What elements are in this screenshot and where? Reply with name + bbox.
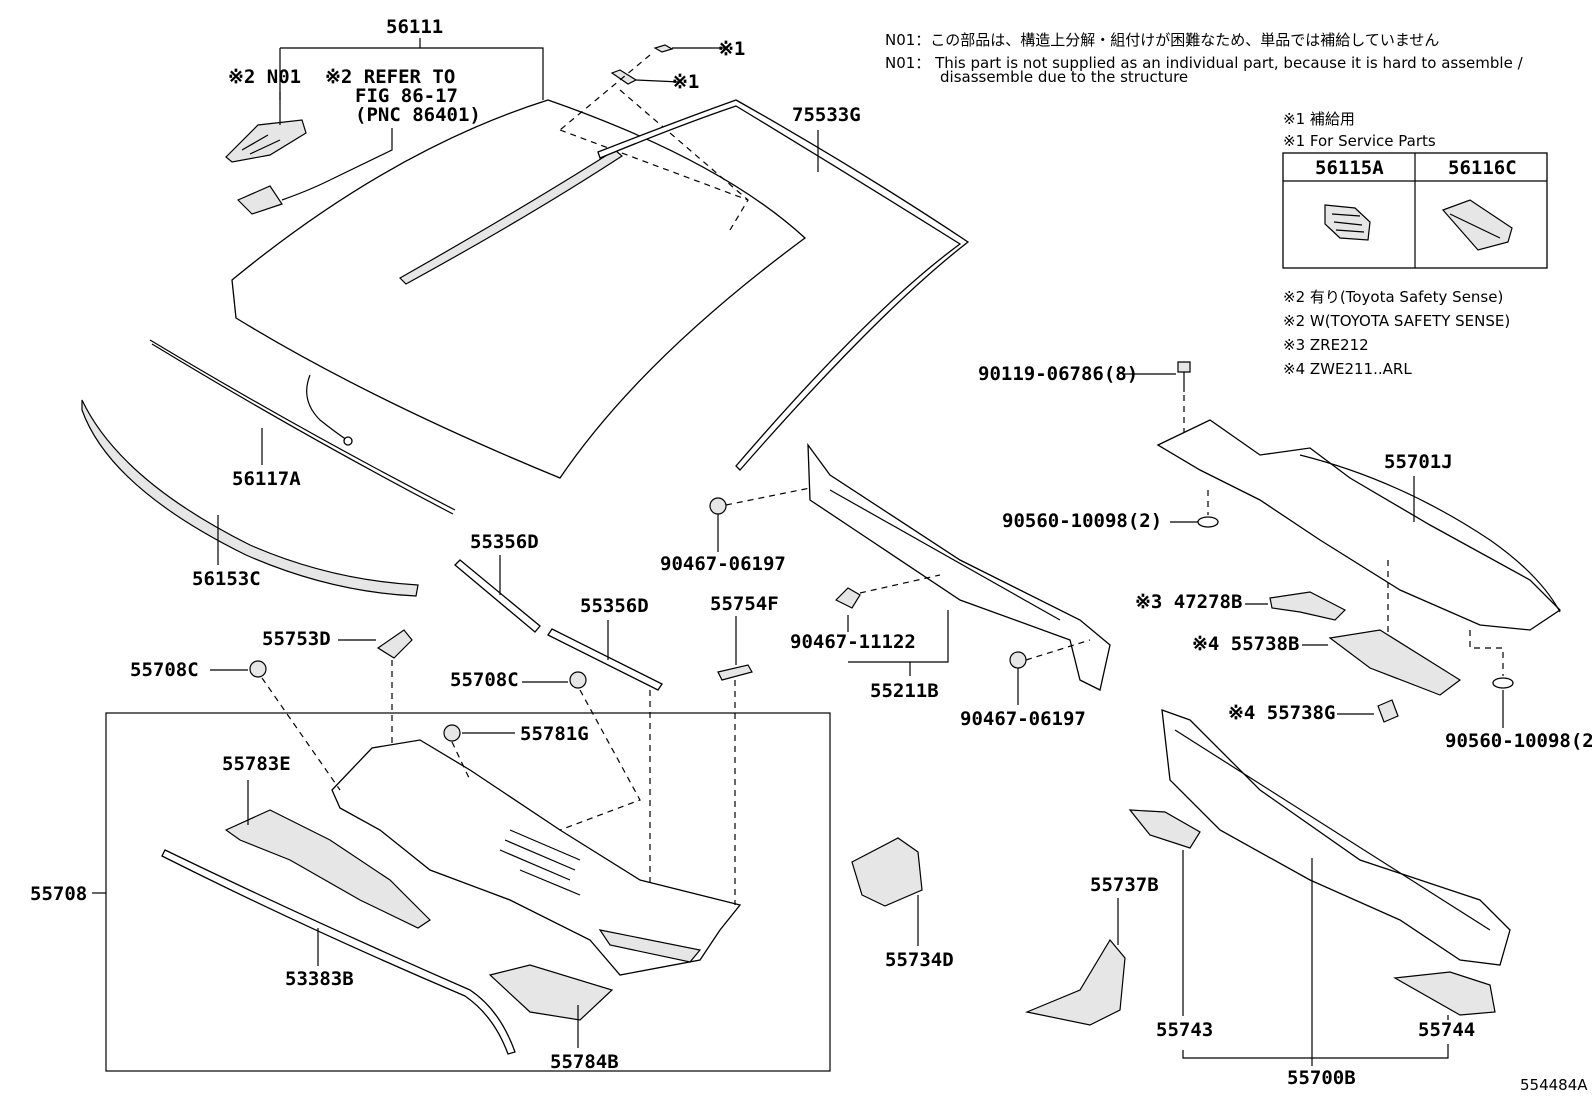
part-cowl-top-panel	[331, 739, 742, 976]
label-refer-1: ※2 REFER TO	[325, 66, 455, 88]
label-75533g: 75533G	[792, 104, 861, 126]
label-55708c-a: 55708C	[130, 659, 199, 681]
label-55700b: 55700B	[1287, 1067, 1356, 1089]
label-refer-2: FIG 86-17	[355, 85, 458, 107]
label-56111: 56111	[386, 16, 443, 38]
part-55743	[1128, 809, 1201, 849]
label-55701j: 55701J	[1384, 451, 1453, 473]
label-90560-a: 90560-10098(2)	[1002, 510, 1162, 532]
note-n01-en-2: disassemble due to the structure	[940, 68, 1188, 86]
note-cond-3: ※3 ZRE212	[1283, 336, 1369, 354]
windshield-glass-56111	[231, 99, 807, 479]
label-90119: 90119-06786(8)	[978, 363, 1138, 385]
part-55783e	[224, 809, 431, 929]
part-56116c-illustration	[1441, 199, 1513, 251]
service-part-1a	[653, 44, 674, 53]
part-55356d-strip-b	[547, 628, 663, 691]
label-55734d: 55734D	[885, 949, 954, 971]
figure-id: 554484A	[1520, 1076, 1588, 1094]
part-75533g-moulding	[597, 99, 970, 471]
label-55783e: 55783E	[222, 753, 291, 775]
label-56153c: 56153C	[192, 568, 261, 590]
label-55356d-a: 55356D	[470, 531, 539, 553]
part-56117a-strip	[149, 339, 456, 511]
label-55753d: 55753D	[262, 628, 331, 650]
note-cond-4: ※4 ZWE211..ARL	[1283, 360, 1412, 378]
label-90560-b: 90560-10098(2)	[1445, 730, 1592, 752]
part-55738b	[1328, 629, 1462, 696]
label-55708: 55708	[30, 883, 87, 905]
part-55781g-clip	[443, 724, 461, 742]
label-55743: 55743	[1156, 1019, 1213, 1041]
part-53383b	[161, 849, 516, 1055]
label-55744: 55744	[1418, 1019, 1475, 1041]
note-service-jp: ※1 補給用	[1283, 110, 1355, 128]
part-90467-11122	[834, 587, 861, 609]
label-56117a: 56117A	[232, 468, 301, 490]
part-55701j	[1156, 419, 1562, 631]
part-55708c-clip-b	[569, 671, 587, 689]
part-56115a-illustration	[1324, 204, 1371, 241]
part-90119-bolt	[1177, 361, 1191, 392]
part-55356d-strip-a	[454, 559, 541, 633]
label-53383b: 53383B	[285, 968, 354, 990]
note-cond-2b: ※2 W(TOYOTA SAFETY SENSE)	[1283, 312, 1510, 330]
part-55737b	[1024, 938, 1126, 1026]
label-55754f: 55754F	[710, 593, 779, 615]
assembly-box-55708	[105, 712, 831, 1072]
part-90560-washer-b	[1492, 677, 1514, 689]
part-55211b-panel	[807, 442, 1111, 691]
part-55734d	[851, 837, 923, 907]
part-55700b-frame	[1161, 709, 1511, 966]
note-cond-2a: ※2 有り(Toyota Safety Sense)	[1283, 288, 1503, 306]
part-55754f	[717, 664, 753, 681]
part-90467-06197-a	[709, 497, 727, 515]
label-55211b: 55211B	[870, 680, 939, 702]
label-55356d-b: 55356D	[580, 595, 649, 617]
table-header-56116c: 56116C	[1448, 157, 1517, 179]
label-mark-1a: ※1	[718, 38, 745, 60]
note-n01-en-1: N01： This part is not supplied as an ind…	[885, 54, 1524, 72]
part-55784b	[488, 964, 614, 1021]
note-n01-jp: N01：この部品は、構造上分解・組付けが困難なため、単品では補給していません	[885, 31, 1439, 49]
label-mark-1b: ※1	[672, 71, 699, 93]
label-n01: ※2 N01	[228, 66, 301, 88]
label-55738g: ※4 55738G	[1228, 702, 1335, 724]
table-header-56115a: 56115A	[1315, 157, 1384, 179]
label-55784b: 55784B	[550, 1051, 619, 1073]
label-55708c-b: 55708C	[450, 669, 519, 691]
note-service-en: ※1 For Service Parts	[1283, 132, 1436, 150]
label-90467-11122: 90467-11122	[790, 631, 916, 653]
part-55738g	[1377, 699, 1399, 723]
part-47278b	[1269, 591, 1347, 621]
service-parts-table: 56115A 56116C	[1282, 152, 1548, 269]
label-90467-06197-b: 90467-06197	[960, 708, 1086, 730]
label-55781g: 55781G	[520, 723, 589, 745]
label-47278b: ※3 47278B	[1135, 591, 1242, 613]
label-90467-06197-a: 90467-06197	[660, 553, 786, 575]
label-55738b: ※4 55738B	[1192, 633, 1299, 655]
part-n01-bracket	[225, 119, 307, 163]
label-55737b: 55737B	[1090, 874, 1159, 896]
part-55753d	[376, 629, 413, 659]
part-55744	[1393, 971, 1496, 1016]
part-56153c-weatherstrip	[81, 399, 419, 597]
part-90560-washer-a	[1197, 516, 1219, 528]
part-90467-06197-b	[1009, 651, 1027, 669]
label-refer-3: (PNC 86401)	[355, 104, 481, 126]
part-sensor-refer	[236, 179, 331, 215]
part-55708c-clip-a	[249, 660, 267, 678]
